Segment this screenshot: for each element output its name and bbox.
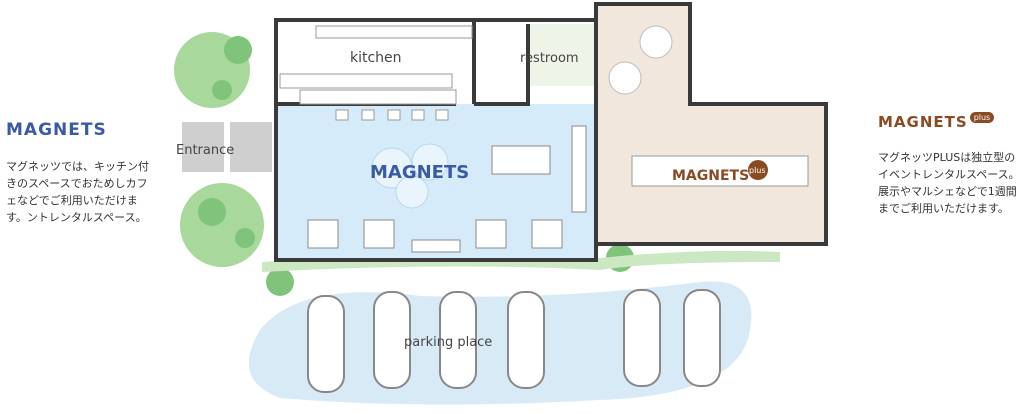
plus-center-badge: plus (749, 166, 766, 175)
parked-cars (307, 289, 721, 393)
bar-stools (335, 109, 449, 121)
kitchen-label: kitchen (350, 50, 402, 66)
magnets-tables (307, 125, 587, 253)
plus-room-lights (608, 25, 673, 95)
magnets-plus-room (598, 4, 690, 104)
magnets-center-logo: MAGNETS (370, 162, 469, 183)
kitchen-counter (279, 73, 453, 89)
magnets-brand-logo: MAGNETS (6, 120, 107, 140)
plus-tables (631, 155, 809, 187)
plus-badge-circle (748, 160, 768, 180)
restroom-label: restroom (520, 51, 579, 66)
entrance-label: Entrance (176, 143, 234, 158)
plus-center-logo: MAGNETS (672, 168, 749, 184)
kitchen-island (299, 89, 457, 105)
magnets-plus-brand-logo: MAGNETS (878, 113, 968, 131)
walls (274, 2, 828, 262)
plus-badge: plus (969, 112, 995, 123)
magnets-description: マグネッツでは、キッチン付きのスペースでおためしカフェなどでご利用いただけます。… (6, 160, 149, 224)
kitchen-shelf (315, 25, 473, 39)
entrance-steps (182, 122, 272, 172)
magnets-plus-description: マグネッツPLUSは独立型のイベントレンタルスペース。展示やマルシェなどで1週間… (878, 151, 1020, 215)
restroom-area (528, 24, 594, 86)
magnets-info: MAGNETS マグネッツでは、キッチン付きのスペースでおためしカフェなどでご利… (6, 120, 156, 226)
magnets-ceiling-lights (371, 143, 449, 209)
parking-label: parking place (404, 335, 492, 350)
